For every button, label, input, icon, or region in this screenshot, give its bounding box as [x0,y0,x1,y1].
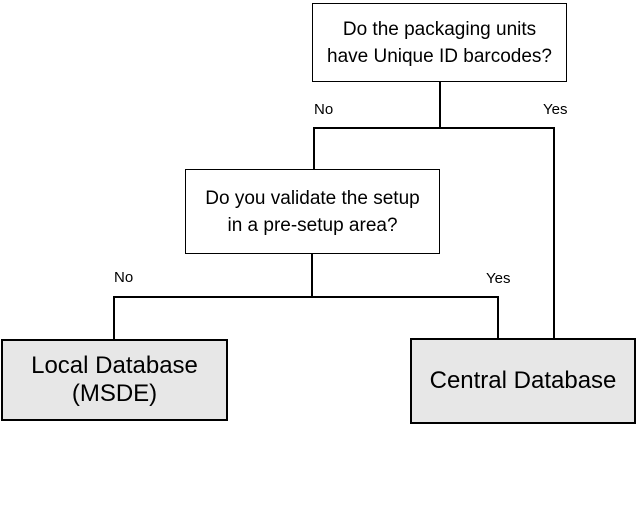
node-local-database-line2: (MSDE) [71,380,158,407]
node-central-database: Central Database [410,338,636,424]
connector-q1-no-drop [313,127,315,170]
node-question-barcodes-line1: Do the packaging units [342,18,537,40]
connector-q1-branch-bar [313,127,554,129]
connector-q1-stem [439,82,441,127]
edge-label-q1-no: No [314,101,334,118]
connector-q2-yes-drop [497,296,499,339]
connector-q2-no-drop [113,296,115,339]
node-question-barcodes-line2: have Unique ID barcodes? [327,45,552,67]
node-central-database-line1: Central Database [429,367,617,394]
node-local-database: Local Database (MSDE) [1,339,228,421]
connector-q2-branch-bar [113,296,499,298]
edge-label-q2-yes: Yes [486,270,511,287]
connector-q1-yes-drop [553,127,555,339]
node-local-database-line1: Local Database [31,352,198,379]
node-question-presetup-line2: in a pre-setup area? [227,214,398,236]
node-question-presetup-line1: Do you validate the setup [205,187,420,209]
node-question-presetup: Do you validate the setup in a pre-setup… [185,169,440,254]
edge-label-q1-yes: Yes [543,101,568,118]
node-question-barcodes: Do the packaging units have Unique ID ba… [312,3,567,82]
connector-q2-stem [311,254,313,297]
edge-label-q2-no: No [114,269,134,286]
